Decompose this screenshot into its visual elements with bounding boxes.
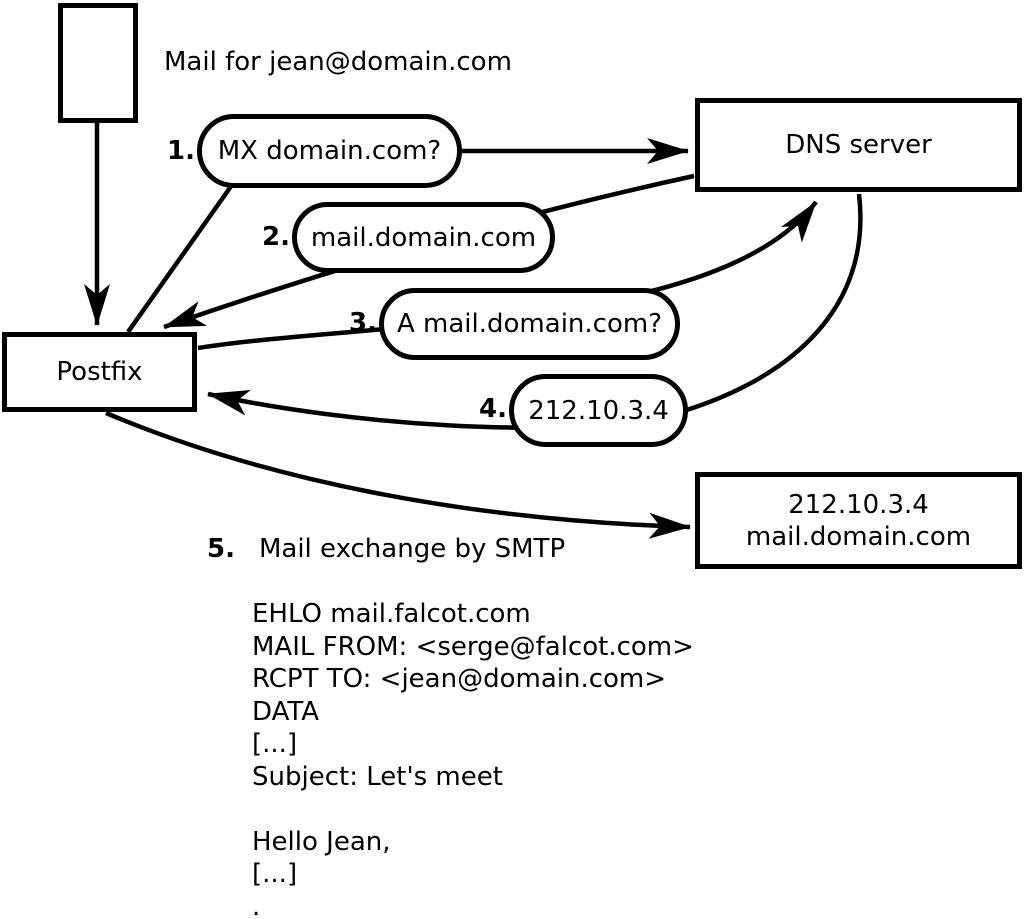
step2-pill — [292, 202, 555, 273]
postfix-box — [2, 332, 197, 412]
smtp-line-1: MAIL FROM: <serge@falcot.com> — [252, 631, 694, 662]
mail-note: Mail for jean@domain.com — [164, 47, 512, 77]
step4-number: 4. — [479, 394, 507, 424]
smtp-line-4: [...] — [252, 729, 298, 759]
mail-server-label: 212.10.3.4 mail.domain.com — [695, 472, 1022, 569]
smtp-line-9: . — [252, 891, 261, 919]
mail-message-shape — [58, 3, 138, 123]
smtp-line-8: [...] — [252, 859, 298, 889]
mail-server-ip: 212.10.3.4 — [788, 489, 929, 520]
step3-pill — [379, 288, 680, 360]
step2-label: mail.domain.com — [310, 222, 537, 253]
dns-server-box — [695, 98, 1022, 192]
step5-row: 5. Mail exchange by SMTP — [207, 533, 565, 565]
arrow-step5-smtp — [105, 410, 691, 539]
postfix-label: Postfix — [56, 357, 143, 387]
smtp-line-0: EHLO mail.falcot.com — [252, 599, 531, 629]
step5-number: 5. — [207, 534, 235, 564]
step2-number: 2. — [262, 222, 290, 252]
step3-label: A mail.domain.com? — [397, 309, 662, 339]
step4-label: 212.10.3.4 — [528, 395, 669, 426]
step3-number: 3. — [349, 308, 377, 338]
step1-pill — [197, 114, 462, 188]
step1-number: 1. — [167, 136, 195, 166]
smtp-line-5: Subject: Let's meet — [252, 761, 503, 792]
smtp-session-block: EHLO mail.falcot.com MAIL FROM: <serge@f… — [252, 598, 694, 919]
smtp-line-6 — [252, 793, 694, 826]
step1-label: MX domain.com? — [217, 136, 442, 166]
mail-server-box — [695, 472, 1022, 569]
step4-pill — [509, 374, 688, 447]
step5-label: Mail exchange by SMTP — [258, 534, 566, 564]
smtp-line-2: RCPT TO: <jean@domain.com> — [252, 664, 667, 694]
smtp-line-3: DATA — [252, 696, 319, 727]
dns-server-label: DNS server — [785, 130, 932, 160]
smtp-line-7: Hello Jean, — [252, 826, 391, 857]
mail-server-hostname: mail.domain.com — [745, 521, 972, 552]
